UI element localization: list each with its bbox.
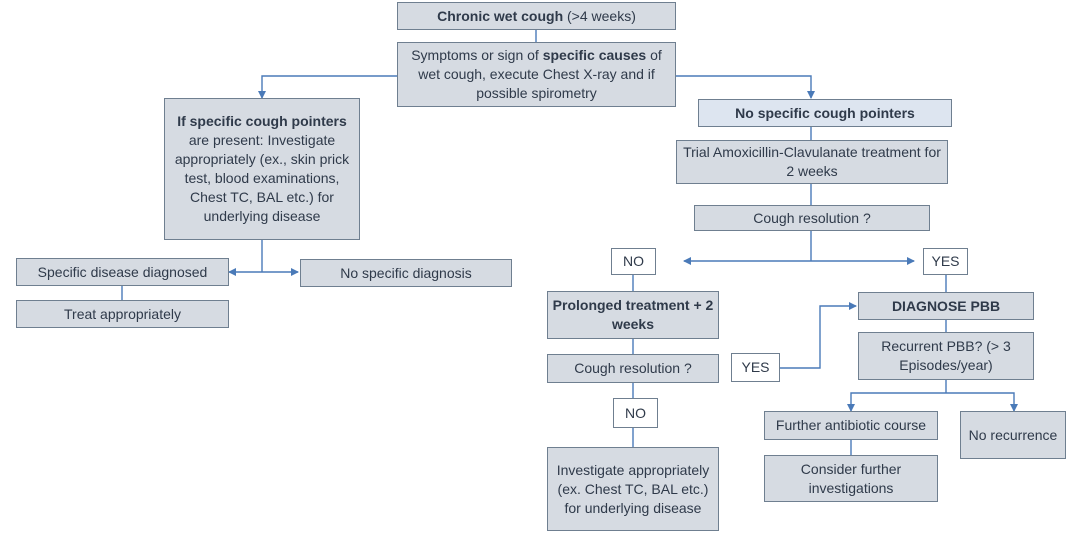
node-yes-1: YES [923,248,968,275]
node-symptoms-bold: specific causes [542,47,647,63]
node-chronic-wet-cough-bold: Chronic wet cough [437,7,564,24]
node-no-specific-pointers-label: No specific cough pointers [735,104,915,121]
node-diagnose-pbb: DIAGNOSE PBB [858,292,1034,320]
connector-to-no-recurrence [946,392,1018,412]
node-prolonged-treatment: Prolonged treatment + 2 weeks [547,291,719,339]
node-specific-disease-diagnosed: Specific disease diagnosed [16,258,229,286]
node-cough-resolution-2-label: Cough resolution ? [574,360,692,376]
node-treat-appropriately-label: Treat appropriately [64,305,181,322]
connector-yes2-pbb [780,302,857,369]
node-cough-resolution-2: Cough resolution ? [547,354,719,383]
node-specific-disease-diagnosed-label: Specific disease diagnosed [37,263,208,280]
node-trial-treatment: Trial Amoxicillin-Clavulanate treatment … [676,140,948,184]
node-prolonged-treatment-label: Prolonged treatment + 2 weeks [552,297,714,332]
node-symptoms: Symptoms or sign of specific causes of w… [397,42,676,107]
node-chronic-wet-cough-rest: (>4 weeks) [563,7,636,24]
node-symptoms-text-2: of wet cough, execute Chest X-ray and if… [418,47,662,101]
node-symptoms-text-1: Symptoms or sign of [411,47,543,63]
node-trial-treatment-label: Trial Amoxicillin-Clavulanate treatment … [683,144,941,179]
node-no-recurrence-label: No recurrence [968,426,1058,443]
node-no-2-label: NO [625,404,646,421]
node-recurrent-pbb-label: Recurrent PBB? (> 3 Episodes/year) [881,338,1011,373]
node-yes-2-label: YES [741,359,770,375]
node-specific-pointers: If specific cough pointers are present: I… [164,98,360,240]
node-no-2: NO [613,398,658,428]
node-chronic-wet-cough: Chronic wet cough (>4 weeks) [397,2,676,30]
node-specific-pointers-bold: If specific cough pointers [177,113,347,129]
node-cough-resolution-1-label: Cough resolution ? [753,209,871,226]
node-diagnose-pbb-label: DIAGNOSE PBB [891,297,1001,314]
node-no-specific-diagnosis-label: No specific diagnosis [340,264,472,281]
node-further-antibiotic-label: Further antibiotic course [775,417,927,433]
node-cough-resolution-1: Cough resolution ? [694,205,930,231]
connector-symptoms-no-pointers [676,75,815,99]
node-yes-1-label: YES [931,253,960,269]
node-no-specific-diagnosis: No specific diagnosis [300,259,512,287]
node-investigate-underlying-label: Investigate appropriately (ex. Chest TC,… [556,461,710,516]
node-no-1-label: NO [623,253,644,269]
node-no-recurrence: No recurrence [960,411,1066,459]
node-recurrent-pbb: Recurrent PBB? (> 3 Episodes/year) [858,332,1034,380]
node-yes-2: YES [731,353,780,382]
node-investigate-underlying: Investigate appropriately (ex. Chest TC,… [547,447,719,531]
node-specific-pointers-rest: are present: Investigate appropriately (… [174,132,350,224]
node-further-antibiotic: Further antibiotic course [764,411,938,440]
node-treat-appropriately: Treat appropriately [16,300,229,328]
connector-symptoms-pointers [258,75,397,99]
node-no-1: NO [611,248,656,275]
node-consider-further-label: Consider further investigations [800,460,902,496]
connector-to-further-antibiotic [847,392,946,412]
node-consider-further: Consider further investigations [764,455,938,502]
node-no-specific-pointers: No specific cough pointers [698,99,952,127]
